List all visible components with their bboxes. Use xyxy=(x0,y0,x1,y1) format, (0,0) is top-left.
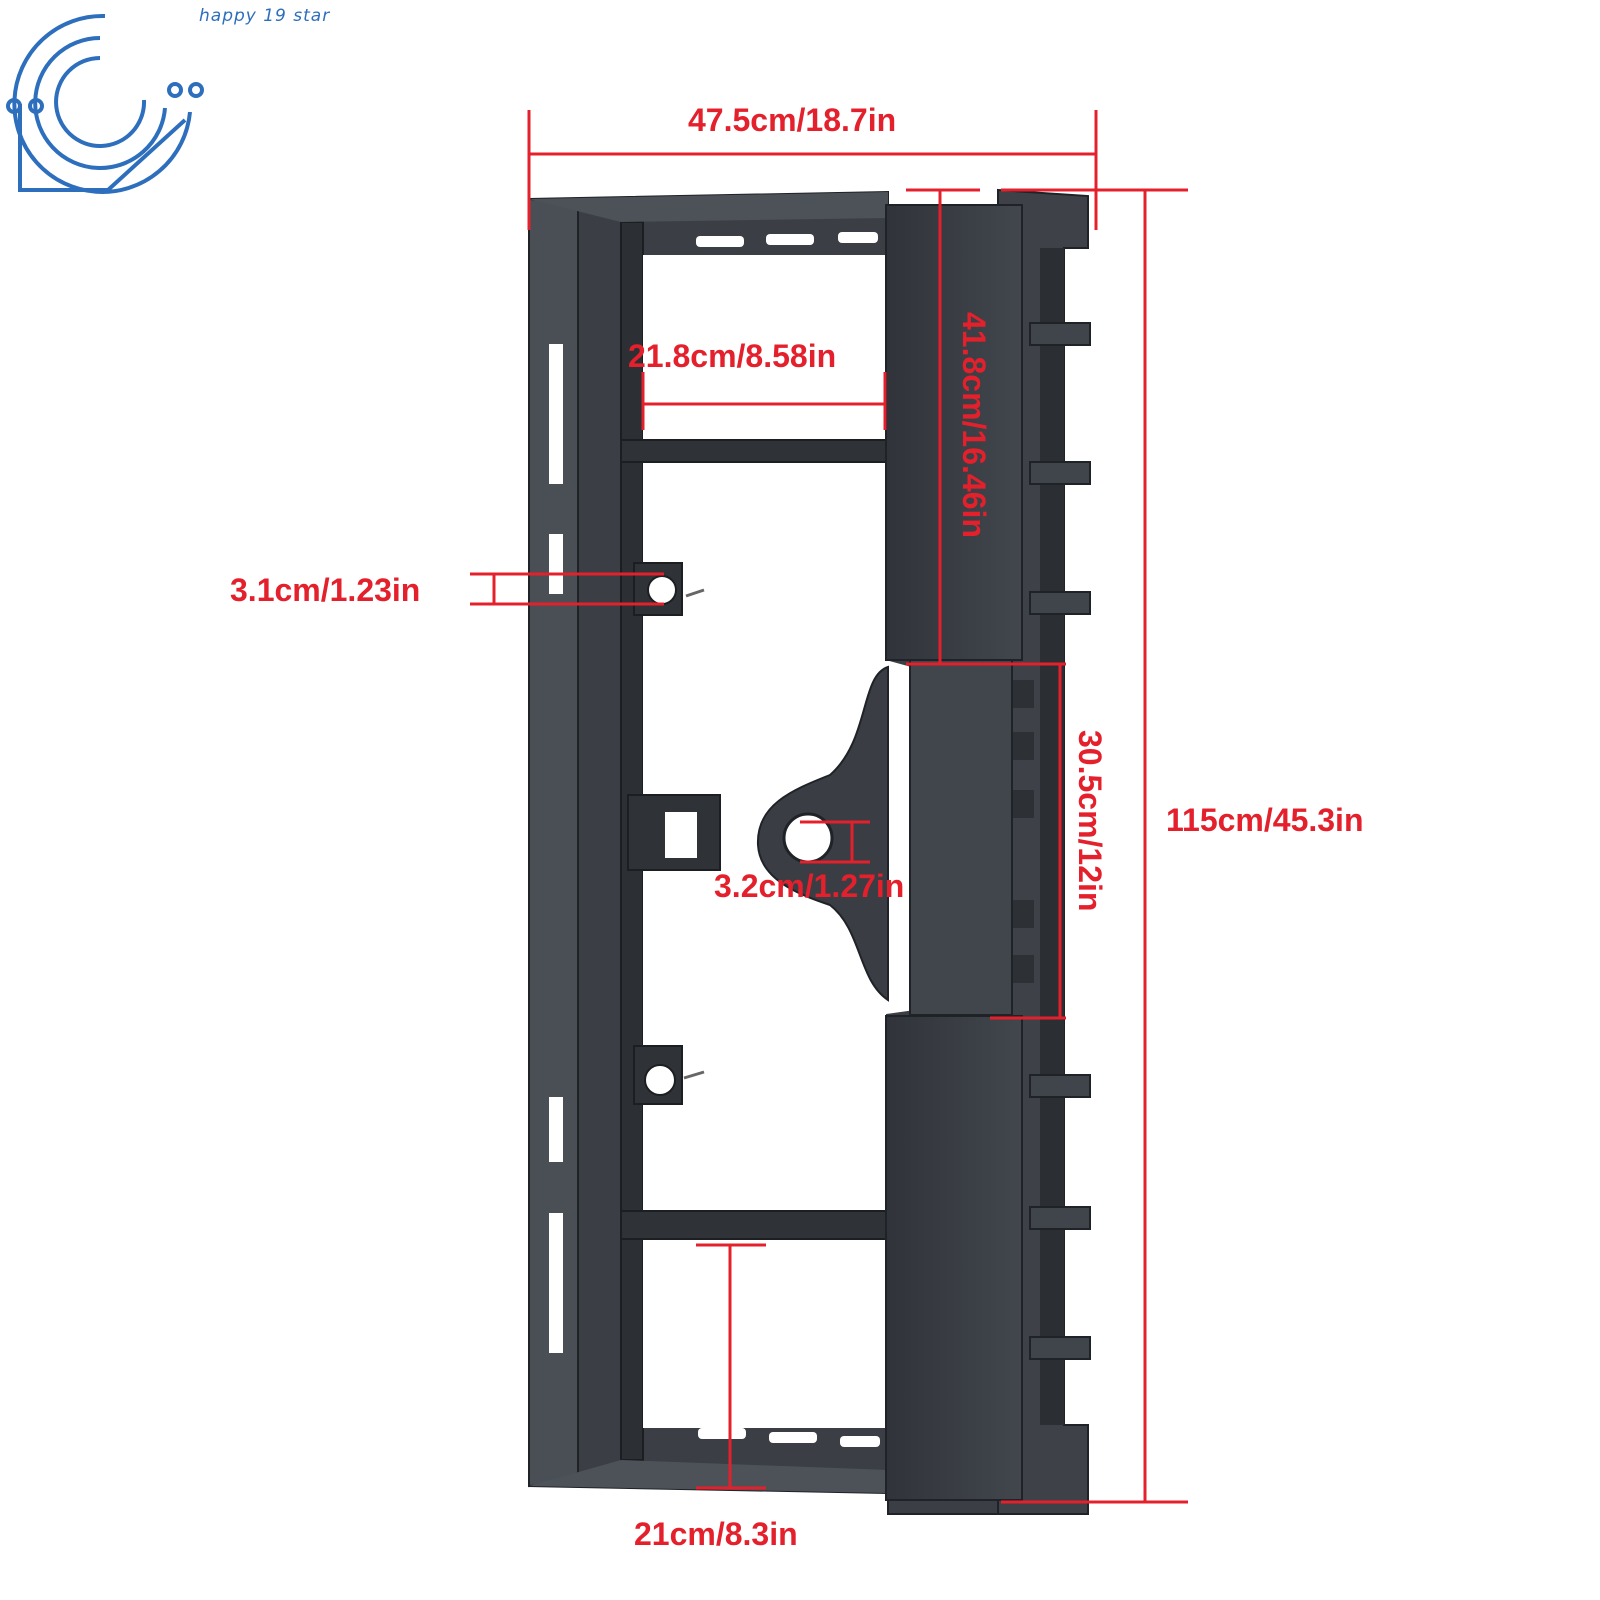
brand-text: happy 19 star xyxy=(199,6,331,26)
dimension-lines xyxy=(470,110,1188,1504)
pin-lug-lower xyxy=(633,1045,705,1105)
lower-plate xyxy=(885,1015,1023,1501)
overall-height-label: 115cm/45.3in xyxy=(1166,802,1364,838)
inner-width-label: 21.8cm/8.58in xyxy=(628,338,837,374)
bottom-opening-label: 21cm/8.3in xyxy=(634,1516,798,1552)
center-hitch xyxy=(756,659,1013,1016)
pin-hole-label: 3.1cm/1.23in xyxy=(230,572,421,608)
middle-plate-height-label: 30.5cm/12in xyxy=(1072,730,1108,912)
square-receiver xyxy=(627,794,721,871)
upper-plate-height-label: 41.8cm/16.46in xyxy=(956,312,992,538)
brand-logo-icon xyxy=(6,13,204,194)
upper-plate xyxy=(885,204,1023,661)
pin-lug-upper xyxy=(633,562,705,616)
overall-width-label: 47.5cm/18.7in xyxy=(688,102,897,138)
center-hole-label: 3.2cm/1.27in xyxy=(714,868,905,904)
